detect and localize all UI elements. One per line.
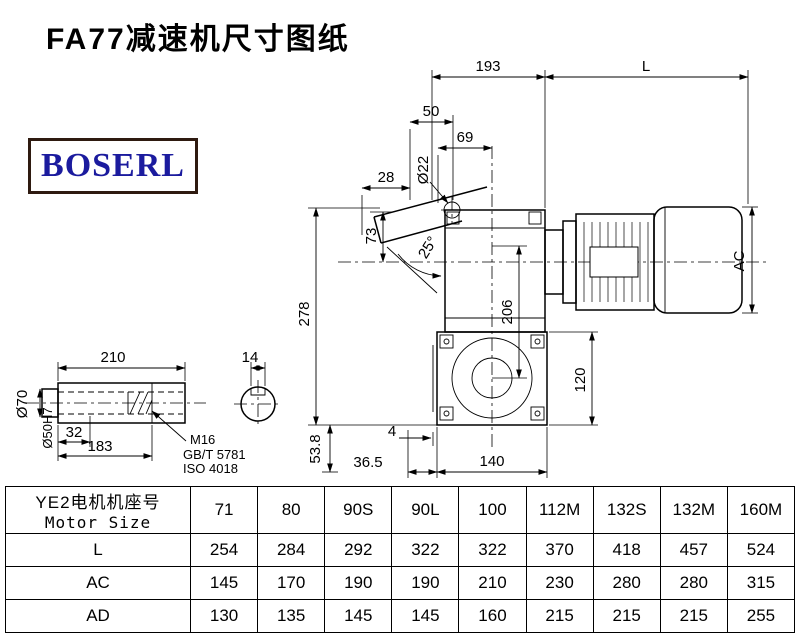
dim-73-label: 73	[363, 228, 380, 245]
motor-size-label-cn: YE2电机机座号	[35, 493, 161, 512]
value-cell: 160	[458, 599, 527, 633]
dim-53-8-label: 53.8	[307, 434, 324, 463]
motor-size-header-cell: YE2电机机座号 Motor Size	[5, 486, 191, 534]
value-cell: 190	[324, 566, 393, 600]
value-cell: 210	[458, 566, 527, 600]
value-cell: 315	[726, 566, 796, 600]
dim-dia22-label: Ø22	[415, 156, 432, 184]
dimension-labels: 193 L 50 69 Ø22 28 25° 73 278 206 AC 120…	[14, 58, 748, 476]
value-cell: 284	[257, 533, 326, 567]
shaft-section-outline	[240, 386, 276, 422]
dim-dia70-label: Ø70	[14, 390, 31, 418]
dim-206-label: 206	[499, 299, 516, 324]
value-cell: 170	[257, 566, 326, 600]
value-cell: 292	[324, 533, 393, 567]
value-cell: 190	[391, 566, 460, 600]
thread-m16-label: M16	[190, 432, 215, 447]
frame-size-cell: 80	[257, 486, 326, 534]
dim-69-label: 69	[457, 129, 474, 146]
value-cell: 322	[458, 533, 527, 567]
value-cell: 322	[391, 533, 460, 567]
gearbox-outline	[373, 186, 548, 426]
dim-25deg-label: 25°	[415, 233, 441, 261]
value-cell: 215	[525, 599, 594, 633]
dim-278-label: 278	[296, 301, 313, 326]
value-cell: 145	[391, 599, 460, 633]
dim-210-label: 210	[100, 349, 125, 366]
dim-183-label: 183	[87, 438, 112, 455]
thread-iso-label: ISO 4018	[183, 461, 238, 476]
dim-AC-label: AC	[731, 250, 748, 271]
motor-size-label-en: Motor Size	[44, 513, 152, 532]
value-cell: 215	[592, 599, 661, 633]
dim-120-label: 120	[572, 367, 589, 392]
brand-logo-text: BOSERL	[41, 147, 185, 184]
value-cell: 145	[189, 566, 259, 600]
dim-32-label: 32	[66, 424, 83, 441]
motor-size-table: YE2电机机座号 Motor Size 71 80 90S 90L 100 11…	[5, 486, 796, 633]
row-label-cell: AD	[5, 599, 191, 633]
extension-lines	[57, 70, 758, 478]
frame-size-cell: 160M	[726, 486, 796, 534]
value-cell: 255	[726, 599, 796, 633]
value-cell: 524	[726, 533, 796, 567]
value-cell: 215	[659, 599, 728, 633]
dim-28-label: 28	[378, 169, 395, 186]
dim-L-label: L	[642, 58, 650, 75]
brand-logo: BOSERL	[28, 138, 198, 194]
frame-size-cell: 132M	[659, 486, 728, 534]
frame-size-cell: 90S	[324, 486, 393, 534]
dim-4-label: 4	[388, 423, 396, 440]
frame-size-cell: 112M	[525, 486, 594, 534]
table-row-AC: AC 145 170 190 190 210 230 280 280 315	[5, 566, 796, 600]
value-cell: 135	[257, 599, 326, 633]
value-cell: 254	[189, 533, 259, 567]
thread-gbt-label: GB/T 5781	[183, 447, 246, 462]
motor-outline	[544, 206, 743, 314]
dimension-lines	[37, 74, 755, 475]
table-row-AD: AD 130 135 145 145 160 215 215 215 255	[5, 599, 796, 633]
value-cell: 280	[659, 566, 728, 600]
row-label-cell: AC	[5, 566, 191, 600]
frame-size-cell: 90L	[391, 486, 460, 534]
value-cell: 130	[189, 599, 259, 633]
dim-14-label: 14	[242, 349, 259, 366]
dim-36-5-label: 36.5	[353, 454, 382, 471]
dim-193-label: 193	[475, 58, 500, 75]
dim-50-label: 50	[423, 103, 440, 120]
dim-140-label: 140	[479, 453, 504, 470]
value-cell: 370	[525, 533, 594, 567]
value-cell: 457	[659, 533, 728, 567]
dim-dia50h7-label: Ø50H7	[40, 407, 55, 448]
value-cell: 280	[592, 566, 661, 600]
frame-size-cell: 132S	[592, 486, 661, 534]
value-cell: 145	[324, 599, 393, 633]
page-title: FA77减速机尺寸图纸	[46, 23, 350, 56]
frame-size-cell: 100	[458, 486, 527, 534]
centerlines	[26, 146, 768, 450]
table-header-row: YE2电机机座号 Motor Size 71 80 90S 90L 100 11…	[5, 486, 796, 534]
frame-size-cell: 71	[189, 486, 259, 534]
row-label-cell: L	[5, 533, 191, 567]
value-cell: 418	[592, 533, 661, 567]
value-cell: 230	[525, 566, 594, 600]
dimension-drawing: 193 L 50 69 Ø22 28 25° 73 278 206 AC 120…	[14, 58, 768, 478]
table-row-L: L 254 284 292 322 322 370 418 457 524	[5, 533, 796, 567]
